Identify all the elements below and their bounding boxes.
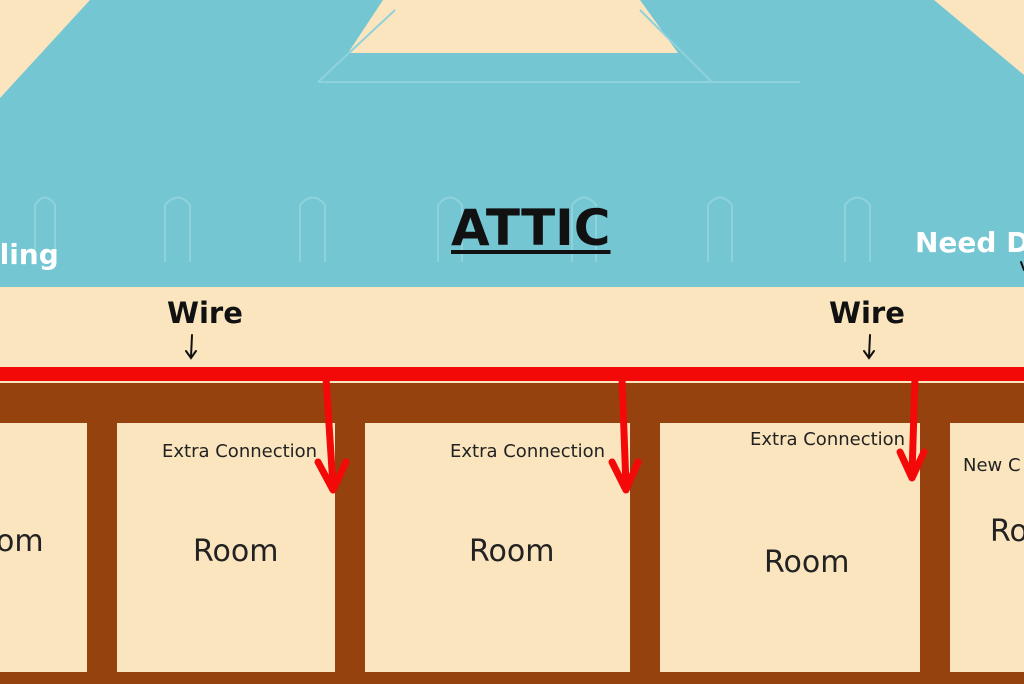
attic-area [0,0,1024,287]
wire-label: Wire [829,296,905,330]
drop-wire-arrow [896,448,928,482]
roof-outline-right [639,9,713,83]
room-label: Ro [990,514,1024,549]
attic-title: ATTIC [451,199,611,257]
wall-framing [0,383,1024,684]
top-plate [0,383,1024,423]
stud [630,383,660,684]
drop-wire-arrow [314,458,350,494]
connection-label: Extra Connection [450,441,606,462]
attic-window [348,0,678,53]
main-wire [0,367,1024,381]
drop-wire-arrow [608,458,642,494]
room-label: Room [764,545,850,580]
rafter-arches [34,196,871,262]
wire-pointer-arrow [190,334,193,358]
stud [335,383,365,684]
drop-wire [618,374,630,490]
wire-label: Wire [167,296,243,330]
room-label: Room [193,534,279,569]
room-label: om [0,524,44,559]
drop-wire [908,374,919,478]
side-label-right: Need Dr [915,226,1024,259]
room-label: Room [469,534,555,569]
connection-label: New C [963,455,1021,476]
stud [920,383,950,684]
connection-label: Extra Connection [750,429,906,450]
wire-pointer-arrow [868,334,871,358]
side-label-left: lling [0,238,59,271]
drop-wire [322,374,337,490]
connection-label: Extra Connection [162,441,318,462]
bottom-plate [0,672,1024,684]
stud [87,383,117,684]
roof-outline-left [317,9,396,83]
